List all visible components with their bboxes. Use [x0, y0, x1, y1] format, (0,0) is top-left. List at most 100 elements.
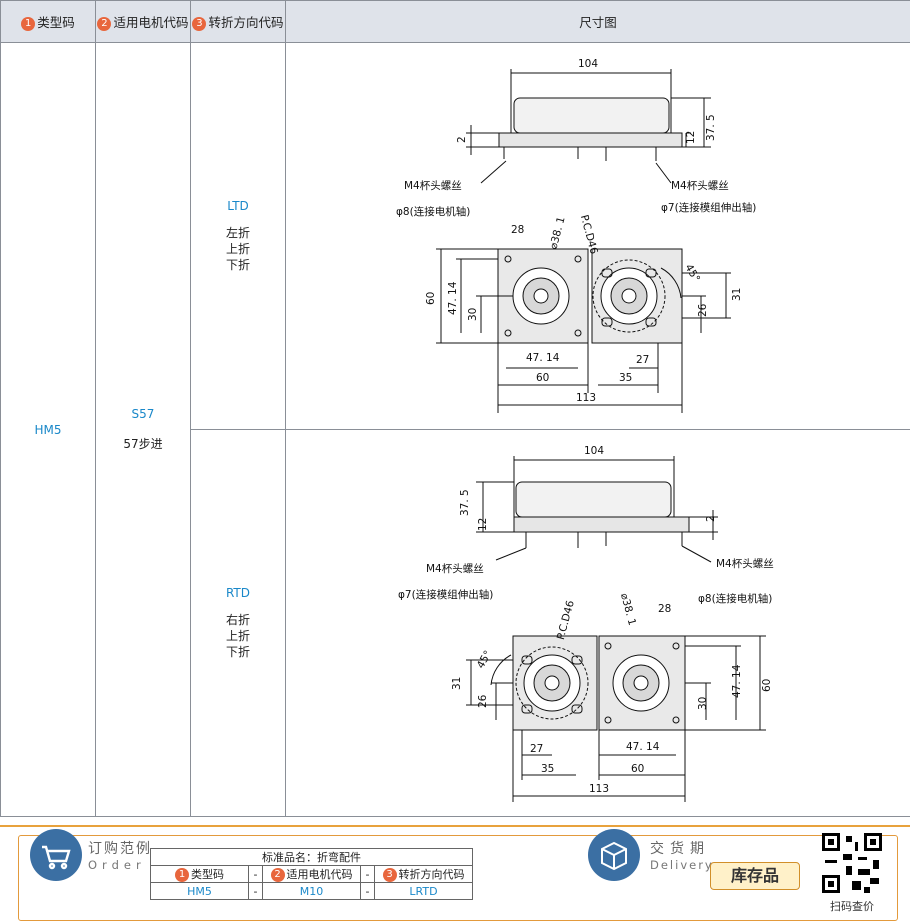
- screw-label-left: M4杯头螺丝: [404, 179, 462, 192]
- rtd-dim-w-47-14: 47. 14: [626, 741, 660, 753]
- rtd-dim-w-27: 27: [530, 743, 543, 755]
- scan-label: 扫码查价: [830, 900, 874, 913]
- rtd-dim-w-60: 60: [631, 763, 644, 775]
- drawing-cell-ltd: 104 37. 5 12 2 M4杯头螺丝 M4杯头螺丝 φ8(连接电机轴) φ…: [285, 42, 910, 430]
- direction-cell-ltd: LTD 左折 上折 下折: [190, 42, 286, 430]
- direction-rtd-3: 下折: [225, 645, 250, 659]
- dim-47-14: 47. 14: [447, 281, 459, 315]
- step-badge-2: 2: [97, 17, 112, 31]
- rtd-dim-30: 30: [697, 697, 709, 710]
- step-badge-3: 3: [192, 17, 207, 31]
- dim-12: 12: [685, 131, 697, 144]
- rtd-phi8-label: φ8(连接电机轴): [698, 592, 772, 605]
- std-name: 标准品名：折弯配件: [150, 848, 473, 866]
- direction-rtd-2: 上折: [225, 629, 250, 643]
- motor-code: S57: [131, 407, 155, 421]
- dim-2: 2: [456, 136, 468, 143]
- dim-w-60: 60: [536, 372, 549, 384]
- header-motor-code-label: 适用电机代码: [113, 15, 189, 30]
- order-col-direction-label: 转折方向代码: [398, 868, 465, 881]
- rtd-dim-12: 12: [477, 518, 489, 531]
- rtd-screw-label-left: M4杯头螺丝: [426, 562, 484, 575]
- dim-26: 26: [697, 303, 709, 317]
- direction-ltd-2: 上折: [225, 242, 250, 256]
- type-code-cell: HM5: [0, 42, 96, 817]
- rtd-dim-31: 31: [451, 677, 463, 690]
- order-val-direction: LRTD: [374, 882, 473, 900]
- order-title: 订购范例: [88, 841, 152, 857]
- cart-icon: [30, 829, 82, 881]
- order-badge-1: 1: [175, 868, 189, 882]
- dim-w-35: 35: [619, 372, 632, 384]
- dim-104: 104: [578, 58, 598, 70]
- order-col-type-label: 类型码: [191, 868, 224, 881]
- header-type-code-label: 类型码: [37, 15, 75, 30]
- dim-28: 28: [511, 224, 524, 236]
- order-col-motor-label: 适用电机代码: [286, 868, 353, 881]
- delivery-subtitle: Delivery: [650, 858, 714, 872]
- spec-row-ltd: HM5 S57 57步进 LTD 左折 上折 下折: [0, 42, 910, 817]
- delivery-title: 交货期: [650, 841, 710, 857]
- drawing-cell-rtd: 104 37. 5 12 2 M4杯头螺丝 M4杯头螺丝 φ7(连接模组伸出轴)…: [285, 429, 910, 817]
- rtd-dim-60: 60: [761, 679, 773, 692]
- dim-w-27: 27: [636, 354, 649, 366]
- header-dimension-drawing: 尺寸图: [285, 0, 910, 43]
- direction-ltd-1: 左折: [225, 226, 250, 240]
- direction-rtd-1: 右折: [225, 613, 250, 627]
- rtd-dimension-drawing: 104 37. 5 12 2 M4杯头螺丝 M4杯头螺丝 φ7(连接模组伸出轴)…: [398, 445, 774, 802]
- direction-code-rtd: RTD: [225, 586, 251, 600]
- dim-w-113: 113: [576, 392, 596, 404]
- rtd-angle-45: 45°: [475, 649, 495, 671]
- footer-frame: [18, 835, 898, 921]
- rtd-dim-47-14: 47. 14: [731, 664, 743, 698]
- dim-30: 30: [467, 308, 479, 321]
- qr-code-icon[interactable]: [822, 833, 882, 893]
- screw-label-right: M4杯头螺丝: [671, 179, 729, 192]
- dim-37-5: 37. 5: [705, 114, 717, 141]
- dim-31: 31: [731, 288, 743, 301]
- order-val-motor: M10: [262, 882, 361, 900]
- stock-badge[interactable]: 库存品: [710, 862, 800, 890]
- rtd-dim-w-113: 113: [589, 783, 609, 795]
- drawing-ltd: 104 37. 5 12 2 M4杯头螺丝 M4杯头螺丝 φ8(连接电机轴) φ…: [286, 43, 910, 429]
- rtd-dim-38-1: ⌀38. 1: [618, 592, 638, 627]
- direction-ltd-3: 下折: [225, 258, 250, 272]
- direction-cell-rtd: RTD 右折 上折 下折: [190, 429, 286, 817]
- rtd-dim-104: 104: [584, 445, 604, 457]
- spec-row-rtd: RTD 右折 上折 下折: [1, 429, 910, 817]
- dash-4: -: [360, 882, 375, 900]
- ltd-dimension-drawing: 104 37. 5 12 2 M4杯头螺丝 M4杯头螺丝 φ8(连接电机轴) φ…: [396, 58, 756, 413]
- phi8-label: φ8(连接电机轴): [396, 205, 470, 218]
- motor-desc: 57步进: [123, 437, 163, 451]
- drawing-rtd: 104 37. 5 12 2 M4杯头螺丝 M4杯头螺丝 φ7(连接模组伸出轴)…: [286, 430, 910, 816]
- delivery-box-icon: [588, 829, 640, 881]
- rtd-dim-26: 26: [477, 694, 489, 708]
- order-subtitle: Order: [88, 858, 146, 872]
- order-val-type: HM5: [150, 882, 249, 900]
- step-badge-1: 1: [21, 17, 36, 31]
- dash-1: -: [248, 865, 263, 883]
- phi7-label: φ7(连接模组伸出轴): [661, 201, 756, 214]
- rtd-phi7-label: φ7(连接模组伸出轴): [398, 588, 493, 601]
- dim-w-47-14: 47. 14: [526, 352, 560, 364]
- order-badge-3: 3: [382, 868, 397, 882]
- dim-60: 60: [425, 292, 437, 305]
- rtd-dim-37-5: 37. 5: [459, 489, 471, 516]
- order-badge-2: 2: [270, 868, 285, 882]
- rtd-dim-w-35: 35: [541, 763, 554, 775]
- rtd-pcd-label: P.C.D46: [555, 599, 577, 641]
- direction-code-ltd: LTD: [227, 199, 249, 213]
- motor-code-cell: S57 57步进: [95, 42, 191, 817]
- header-direction-code-label: 转折方向代码: [208, 15, 284, 30]
- rtd-screw-label-right: M4杯头螺丝: [716, 557, 774, 570]
- dash-2: -: [360, 865, 375, 883]
